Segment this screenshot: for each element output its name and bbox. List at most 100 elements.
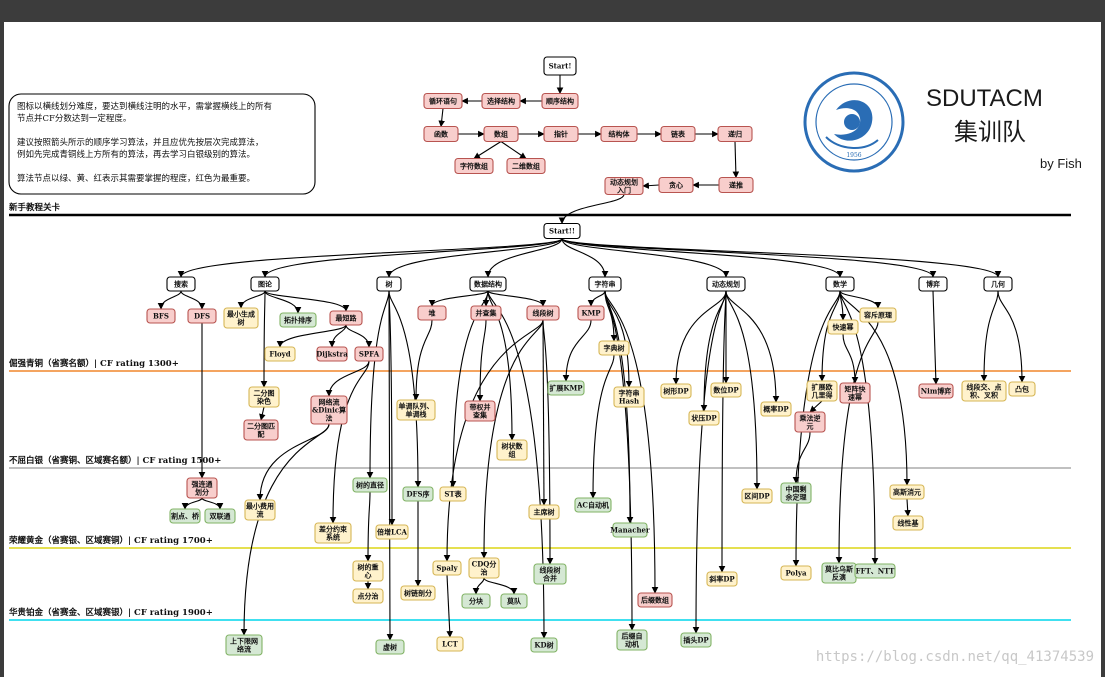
tier-label: 倔强青铜（省赛名额）| CF rating 1300+: [9, 358, 179, 369]
node-vtree[interactable]: 虚树: [375, 639, 405, 655]
node-arr2[interactable]: 二维数组: [506, 157, 546, 175]
node-dfsseq[interactable]: DFS序: [402, 486, 434, 502]
node-cutpt[interactable]: 割点、桥: [169, 508, 201, 524]
node-trie[interactable]: 字典树: [598, 340, 630, 356]
node-digdp[interactable]: 数位DP: [710, 382, 742, 398]
node-bfs[interactable]: BFS: [146, 308, 176, 324]
node-sa[interactable]: 后缀数组: [637, 592, 673, 608]
node-sel[interactable]: 选择结构: [481, 92, 521, 110]
node-treedp[interactable]: 树形DP: [660, 383, 692, 399]
node-chair[interactable]: 主席树: [528, 504, 560, 520]
node-hld[interactable]: 树链剖分: [400, 585, 436, 601]
node-arr[interactable]: 数组: [483, 125, 519, 143]
node-start1[interactable]: Start!: [543, 56, 577, 76]
node-list[interactable]: 链表: [660, 125, 696, 143]
node-ptr[interactable]: 指针: [543, 125, 579, 143]
node-hull[interactable]: 凸包: [1008, 381, 1036, 397]
node-dijk[interactable]: Dijkstra: [316, 346, 348, 362]
node-mo[interactable]: 莫队: [500, 593, 528, 609]
node-kdt[interactable]: KD树: [530, 637, 558, 653]
node-inex[interactable]: 容斥原理: [859, 307, 897, 323]
node-start2[interactable]: Start!!: [543, 222, 581, 240]
node-struct[interactable]: 结构体: [600, 125, 638, 143]
node-polya[interactable]: Polya: [780, 565, 812, 581]
node-intdp[interactable]: 区间DP: [741, 488, 773, 504]
node-dp[interactable]: 动态规划: [706, 276, 746, 292]
node-monoq[interactable]: 单调队列、单调栈: [396, 399, 436, 421]
node-func[interactable]: 函数: [423, 125, 459, 143]
node-splay[interactable]: Spaly: [432, 560, 462, 576]
node-probdp[interactable]: 概率DP: [760, 401, 792, 417]
node-fastpow[interactable]: 快速幂: [827, 319, 859, 335]
node-acam[interactable]: AC自动机: [574, 497, 612, 513]
node-loop[interactable]: 循环语句: [423, 92, 463, 110]
node-topo[interactable]: 拓扑排序: [279, 312, 317, 328]
node-gauss[interactable]: 高斯消元: [889, 484, 925, 500]
node-plugdp[interactable]: 插头DP: [680, 632, 712, 648]
node-bcc[interactable]: 双联通: [204, 508, 236, 524]
node-nim[interactable]: Nim博弈: [918, 383, 954, 399]
node-lca[interactable]: 倍增LCA: [375, 524, 409, 540]
node-box: [806, 380, 838, 402]
node-chararr[interactable]: 字符数组: [454, 157, 494, 175]
node-graph[interactable]: 图论: [250, 276, 280, 292]
node-manacher[interactable]: Manacher: [610, 522, 650, 538]
node-sp[interactable]: 最短路: [329, 310, 363, 326]
node-kmp[interactable]: KMP: [577, 305, 605, 321]
node-floyd[interactable]: Floyd: [264, 346, 296, 362]
node-dfs[interactable]: DFS: [187, 308, 217, 324]
node-spfa[interactable]: SPFA: [354, 346, 384, 362]
node-dsu[interactable]: 并查集: [470, 305, 502, 321]
node-game[interactable]: 博弈: [918, 276, 948, 292]
node-ds[interactable]: 数据结构: [469, 276, 507, 292]
node-fft[interactable]: FFT、NTT: [854, 563, 896, 579]
node-recur[interactable]: 递推: [718, 176, 754, 194]
node-slopedp[interactable]: 斜率DP: [706, 571, 738, 587]
node-greedy[interactable]: 贪心: [658, 176, 694, 194]
node-block[interactable]: 分块: [461, 593, 491, 609]
node-label: 几何: [991, 280, 1005, 289]
node-str[interactable]: 字符串: [588, 276, 622, 292]
node-tree[interactable]: 树: [376, 276, 402, 292]
node-bitdp[interactable]: 状压DP: [688, 410, 720, 426]
edge-arrow: [237, 290, 266, 309]
node-label: 动态规划: [610, 177, 638, 186]
node-exkmp[interactable]: 扩展KMP: [547, 380, 585, 396]
node-math[interactable]: 数学: [825, 276, 855, 292]
node-divide[interactable]: 点分治: [352, 588, 384, 604]
node-seg[interactable]: 线段树: [526, 305, 560, 321]
node-rec[interactable]: 递归: [717, 125, 753, 143]
node-geo[interactable]: 几何: [983, 276, 1013, 292]
node-box: [760, 401, 792, 417]
node-seq[interactable]: 顺序结构: [541, 92, 579, 110]
node-linbase[interactable]: 线性基: [892, 515, 924, 531]
node-diam[interactable]: 树的直径: [352, 477, 388, 493]
node-search[interactable]: 搜索: [166, 276, 196, 292]
node-segcross[interactable]: 线段交、点积、叉积: [961, 380, 1007, 402]
edge-arrow: [329, 360, 370, 524]
node-lct[interactable]: LCT: [436, 636, 464, 652]
node-st[interactable]: ST表: [439, 486, 467, 502]
node-heap[interactable]: 堆: [417, 305, 447, 321]
